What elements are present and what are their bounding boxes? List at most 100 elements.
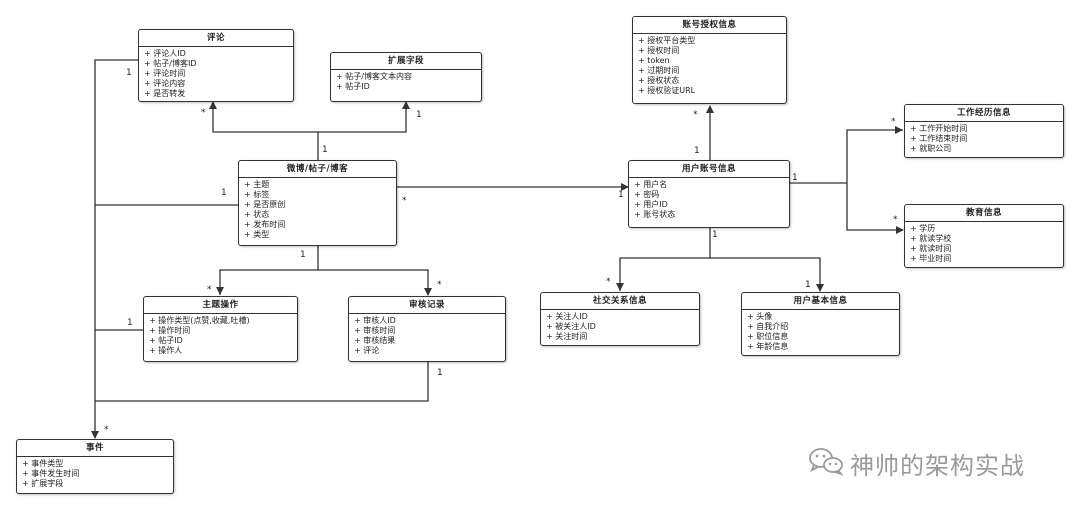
class-topic[interactable]: 主题操作 + 操作类型(点赞,收藏,吐槽) + 操作时间 + 帖子ID + 操作…	[143, 296, 298, 362]
class-attribute: + 状态	[244, 210, 270, 219]
class-attribute: + 用户ID	[634, 200, 668, 209]
multiplicity-label: 1	[127, 318, 133, 328]
class-attribute: + 职位信息	[747, 332, 789, 341]
multiplicity-label: *	[437, 280, 442, 290]
class-account-title: 用户账号信息	[629, 161, 789, 178]
class-attribute: + 授权状态	[638, 76, 680, 85]
class-profile[interactable]: 用户基本信息 + 头像 + 自我介绍 + 职位信息 + 年龄信息	[741, 292, 900, 356]
connector-audit-spine	[95, 362, 429, 402]
class-attribute: + 毕业时间	[910, 254, 952, 263]
class-ext-title: 扩展字段	[331, 53, 481, 70]
class-auth[interactable]: 账号授权信息 + 授权平台类型 + 授权时间 + token + 过期时间 + …	[632, 16, 787, 104]
class-event-title: 事件	[17, 440, 173, 457]
class-attribute: + 类型	[244, 230, 270, 239]
class-attribute: + 审核人ID	[354, 316, 396, 325]
class-edu[interactable]: 教育信息 + 学历 + 就读学校 + 就读时间 + 毕业时间	[904, 204, 1064, 268]
class-attribute: + 就读学校	[910, 234, 952, 243]
class-attribute: + 年龄信息	[747, 342, 789, 351]
class-attribute: + 学历	[910, 224, 936, 233]
class-attribute: + 用户名	[634, 180, 668, 189]
class-event[interactable]: 事件 + 事件类型 + 事件发生时间 + 扩展字段	[16, 439, 174, 494]
class-attribute: + token	[638, 56, 670, 65]
watermark-text: 神帅的架构实战	[850, 451, 1025, 480]
class-attribute: + 帖子/博客ID	[144, 59, 197, 68]
class-attribute: + 密码	[634, 190, 660, 199]
class-work[interactable]: 工作经历信息 + 工作开始时间 + 工作结束时间 + 就职公司	[904, 104, 1064, 158]
multiplicity-label: *	[891, 117, 896, 127]
class-attribute: + 评论时间	[144, 69, 186, 78]
arrowhead-social	[616, 283, 624, 291]
class-attribute: + 关注时间	[546, 332, 588, 341]
arrowhead-topic	[216, 287, 224, 295]
class-attribute: + 就职公司	[910, 144, 952, 153]
multiplicity-label: *	[606, 277, 611, 287]
multiplicity-label: 1	[618, 190, 624, 200]
multiplicity-label: 1	[300, 250, 306, 260]
class-social[interactable]: 社交关系信息 + 关注人ID + 被关注人ID + 关注时间	[540, 292, 700, 346]
class-attribute: + 操作类型(点赞,收藏,吐槽)	[149, 316, 250, 325]
class-attribute: + 授权时间	[638, 46, 680, 55]
multiplicity-label: 1	[322, 145, 328, 155]
class-topic-title: 主题操作	[144, 297, 297, 314]
watermark: 神帅的架构实战	[808, 445, 1025, 481]
class-attribute: + 自我介绍	[747, 322, 789, 331]
multiplicity-label: 1	[221, 188, 227, 198]
connector-account-social-profile	[619, 228, 820, 291]
class-attribute: + 标签	[244, 190, 270, 199]
class-social-title: 社交关系信息	[541, 293, 699, 310]
class-attribute: + 发布时间	[244, 220, 286, 229]
wechat-icon	[808, 446, 844, 480]
class-attribute: + 账号状态	[634, 210, 676, 219]
class-attribute: + 帖子ID	[336, 82, 370, 91]
class-attribute: + 就读时间	[910, 244, 952, 253]
class-profile-title: 用户基本信息	[742, 293, 899, 310]
multiplicity-label: *	[693, 110, 698, 120]
class-attribute: + 评论	[354, 346, 380, 355]
class-attribute: + 审核结果	[354, 336, 396, 345]
class-attribute: + 事件类型	[22, 459, 64, 468]
class-attribute: + 是否原创	[244, 200, 286, 209]
multiplicity-label: *	[201, 108, 206, 118]
class-ext[interactable]: 扩展字段 + 帖子/博客文本内容 + 帖子ID	[330, 52, 482, 102]
class-attribute: + 评论内容	[144, 79, 186, 88]
class-attribute: + 过期时间	[638, 66, 680, 75]
class-attribute: + 操作时间	[149, 326, 191, 335]
multiplicity-label: 1	[694, 146, 700, 156]
multiplicity-label: 1	[416, 110, 422, 120]
class-attribute: + 帖子ID	[149, 336, 183, 345]
class-attribute: + 操作人	[149, 346, 183, 355]
class-audit-title: 审核记录	[349, 297, 505, 314]
class-attribute: + 工作结束时间	[910, 134, 968, 143]
class-attribute: + 是否转发	[144, 89, 186, 98]
connector-post-topic-audit	[219, 246, 428, 295]
class-edu-title: 教育信息	[905, 205, 1063, 222]
connector-post-comment	[209, 101, 319, 160]
class-account[interactable]: 用户账号信息 + 用户名 + 密码 + 用户ID + 账号状态	[628, 160, 790, 228]
class-attribute: + 被关注人ID	[546, 322, 596, 331]
class-attribute: + 授权验证URL	[638, 86, 696, 95]
class-auth-title: 账号授权信息	[633, 17, 786, 34]
class-attribute: + 授权平台类型	[638, 36, 696, 45]
class-attribute: + 审核时间	[354, 326, 396, 335]
class-attribute: + 事件发生时间	[22, 469, 80, 478]
class-post-title: 微博/帖子/博客	[239, 161, 396, 178]
multiplicity-label: *	[402, 196, 407, 206]
connector-comment-event	[91, 59, 138, 439]
class-audit[interactable]: 审核记录 + 审核人ID + 审核时间 + 审核结果 + 评论	[348, 296, 506, 362]
class-attribute: + 帖子/博客文本内容	[336, 72, 412, 81]
multiplicity-label: *	[104, 425, 109, 435]
class-comment-title: 评论	[139, 30, 293, 47]
connector-post-ext	[318, 101, 410, 133]
multiplicity-label: 1	[792, 173, 798, 183]
multiplicity-label: *	[893, 215, 898, 225]
multiplicity-label: 1	[126, 68, 132, 78]
class-attribute: + 主题	[244, 180, 270, 189]
class-work-title: 工作经历信息	[905, 105, 1063, 122]
class-comment[interactable]: 评论 + 评论人ID + 帖子/博客ID + 评论时间 + 评论内容 + 是否转…	[138, 29, 294, 102]
multiplicity-label: 1	[712, 230, 718, 240]
class-attribute: + 工作开始时间	[910, 124, 968, 133]
class-post[interactable]: 微博/帖子/博客 + 主题 + 标签 + 是否原创 + 状态 + 发布时间 + …	[238, 160, 397, 246]
multiplicity-label: 1	[805, 280, 811, 290]
arrowhead-work	[895, 126, 903, 134]
